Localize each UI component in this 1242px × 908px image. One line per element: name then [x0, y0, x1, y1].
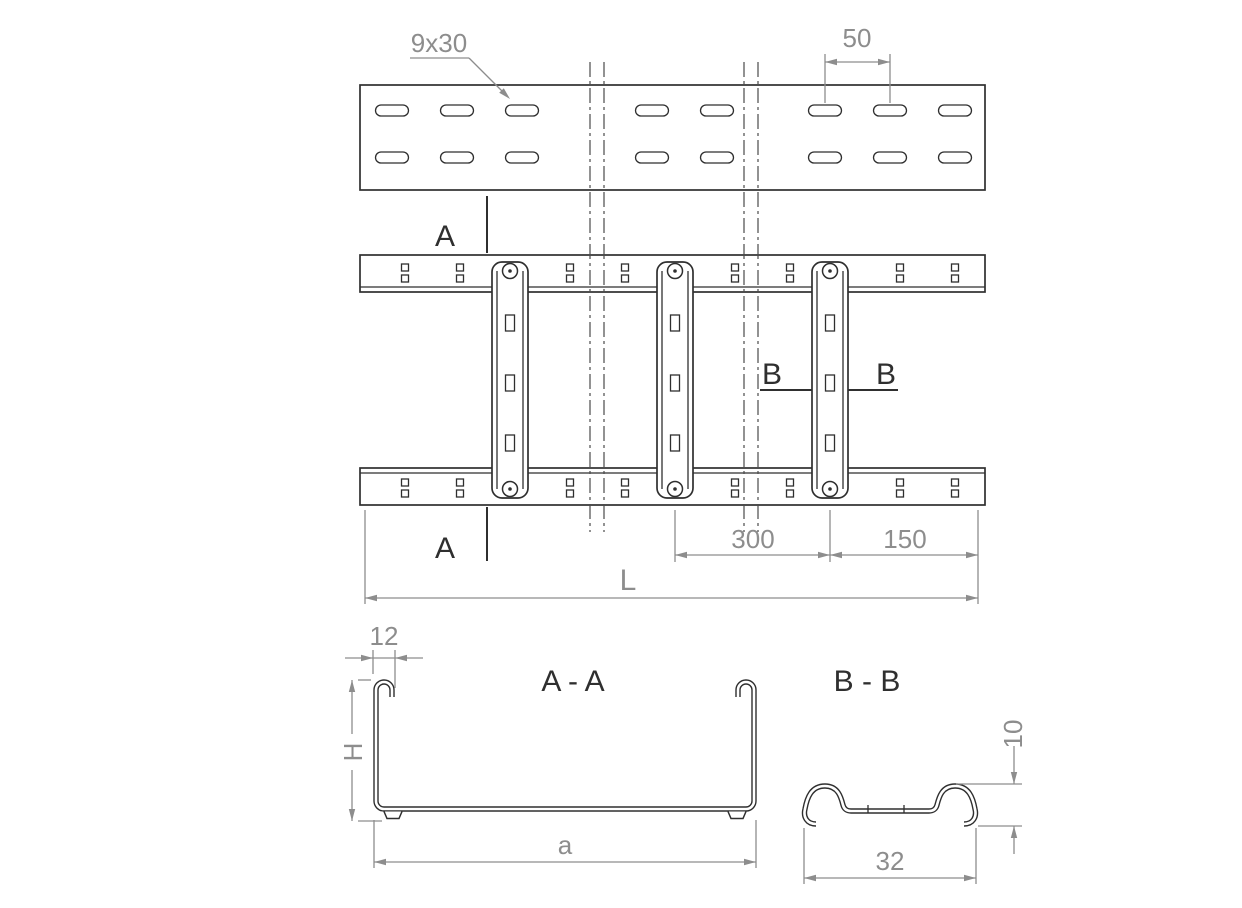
rung-width-32-label: 32 — [876, 846, 905, 876]
profile-foot-left — [383, 811, 403, 820]
break-lines — [589, 62, 759, 532]
dim-slot-size: 9x30 — [410, 28, 510, 99]
section-aa-title: A - A — [541, 665, 604, 698]
end-spacing-150-label: 150 — [883, 524, 926, 554]
dimension-annotations: 9x30 50 300 150 — [364, 23, 979, 604]
slotted-holes — [374, 104, 973, 164]
dim-rung-spacing-300: 300 — [674, 510, 831, 562]
dim-height-H: H — [338, 679, 382, 822]
square-perforations — [400, 263, 960, 498]
pitch-50-label: 50 — [843, 23, 872, 53]
section-a-label-top: A — [435, 220, 455, 253]
section-bb-title: B - B — [834, 665, 901, 698]
slot-size-label: 9x30 — [411, 28, 467, 58]
dim-flange-12: 12 — [345, 621, 423, 688]
ladder-rungs — [491, 261, 849, 499]
rail-outline — [359, 84, 986, 191]
dim-total-length: L — [364, 510, 978, 604]
section-cut-marks: A A B B — [435, 196, 898, 565]
section-bb-view: B - B 10 32 — [801, 665, 1028, 884]
ladder-rung — [491, 261, 529, 499]
rail-profile-outline — [373, 679, 757, 812]
ladder-rung — [811, 261, 849, 499]
section-b-label-left: B — [762, 358, 782, 391]
slot-leader-arrow — [499, 88, 510, 99]
section-a-label-bottom: A — [435, 532, 455, 565]
dim-pitch-50: 50 — [824, 23, 891, 103]
profile-foot-right — [727, 811, 747, 820]
flange-12-label: 12 — [370, 621, 399, 651]
section-aa-view: A - A 12 H a — [338, 621, 757, 868]
ladder-rung — [656, 261, 694, 499]
height-h-label: H — [338, 743, 368, 762]
section-b-label-right: B — [876, 358, 896, 391]
dim-rung-width-32: 32 — [803, 828, 977, 884]
width-a-label: a — [558, 830, 573, 860]
total-length-label: L — [620, 564, 637, 597]
dim-width-a: a — [373, 820, 757, 868]
dim-rung-height-10: 10 — [956, 720, 1028, 854]
rung-height-10-label: 10 — [998, 720, 1028, 749]
dim-end-spacing-150: 150 — [830, 510, 979, 604]
rail-side-view — [359, 84, 986, 191]
rung-profile-outline — [801, 783, 979, 827]
rung-spacing-300-label: 300 — [731, 524, 774, 554]
